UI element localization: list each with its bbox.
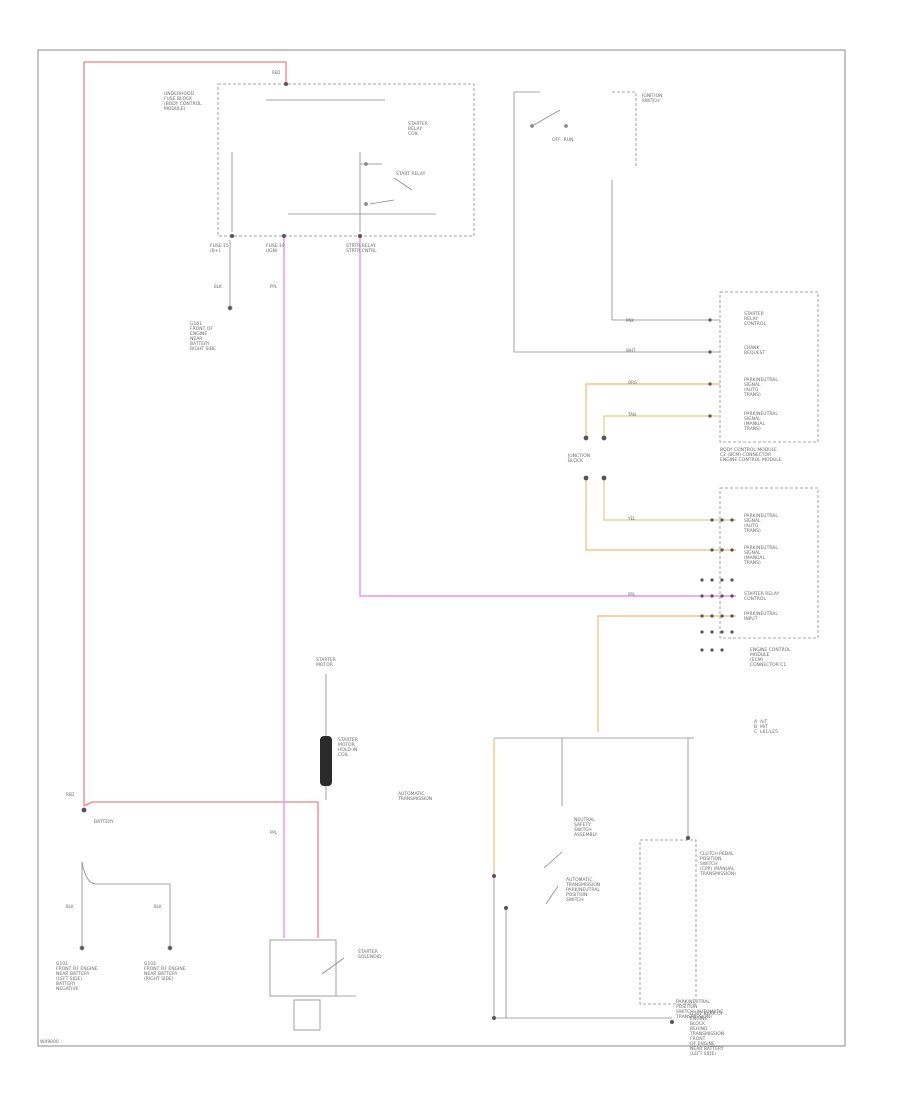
automatic-transmission-label: AUTOMATIC TRANSMISSION	[398, 792, 433, 802]
ecm-ref-2: CRANK REQUEST	[744, 346, 766, 356]
connector-pins	[81, 82, 734, 1024]
neutral-safety-switch-label: NEUTRAL SAFETY SWITCH ASSEMBLY	[574, 818, 598, 838]
wire-label-blk-2: BLK	[66, 904, 74, 909]
wire-red-battery	[83, 801, 319, 938]
wire-label-pink-1: PPL	[270, 284, 278, 289]
wire-label-blk-1: BLK	[214, 284, 222, 289]
ecm-ref-7: STARTER RELAY CONTROL	[744, 592, 780, 602]
wire-tan-1	[603, 415, 720, 436]
ecm-ref-6: PARK/NEUTRAL SIGNAL (MANUAL TRANS)	[744, 546, 778, 566]
starter-coil	[320, 674, 332, 800]
wire-orange-1	[585, 383, 720, 436]
ecm-name-label: ENGINE CONTROL MODULE (ECM) CONNECTOR C1	[750, 648, 791, 668]
ignition-switch-position-label: OFF RUN	[552, 138, 574, 143]
ecm-ref-3: PARK/NEUTRAL SIGNAL (AUTO TRANS)	[744, 378, 778, 398]
ground-g102-label: G102 FRONT OF ENGINE NEAR BATTERY (RIGHT…	[144, 962, 186, 982]
ground-g101-label: G101 FRONT OF ENGINE NEAR BATTERY (LEFT …	[56, 962, 98, 992]
wire-pink-ecm	[359, 236, 736, 597]
starter-solenoid-box	[269, 939, 356, 1031]
ecm-ref-8: PARK/NEUTRAL INPUT	[744, 612, 778, 622]
ignition-switch-label: IGNITION SWITCH	[642, 94, 663, 104]
body-control-module-name: BODY CONTROL MODULE C2 (BCM) CONNECTOR E…	[720, 448, 782, 463]
cranking-relay-label: STARTER RELAY COIL	[408, 122, 428, 137]
diagram-stamp: W09000	[40, 1040, 59, 1045]
park-neutral-switch-label: PARK/NEUTRAL POSITION SWITCH (AUTOMATIC …	[676, 1000, 724, 1020]
ignition-switch	[513, 91, 720, 353]
wire-orange-3	[597, 615, 736, 732]
ecm-ref-4: PARK/NEUTRAL SIGNAL (MANUAL TRANS)	[744, 412, 778, 432]
wire-orange-2	[585, 480, 736, 551]
wire-label-red-battery: RED	[66, 792, 75, 797]
wire-red-main	[83, 61, 287, 806]
wire-label-ecm-5: YEL	[628, 516, 636, 521]
starter-solenoid-label: STARTER SOLENOID	[358, 950, 382, 960]
wire-tan-2	[603, 480, 736, 521]
wire-label-ecm-3: ORG	[628, 380, 638, 385]
wire-label-ecm-4: TAN	[628, 412, 636, 417]
fuse-left-label: FUSE 15 (B+)	[210, 244, 229, 254]
fuse-right-label: STRTR RELAY STRTR CNTRL	[346, 244, 377, 254]
ground-wires	[79, 240, 233, 951]
wire-label-blk-3: BLK	[154, 904, 162, 909]
ecm-ref-5: PARK/NEUTRAL SIGNAL (AUTO TRANS)	[744, 514, 778, 534]
battery-label: BATTERY	[94, 820, 114, 825]
trans-range-switch-label: AUTOMATIC TRANSMISSION PARK/NEUTRAL POSI…	[566, 878, 601, 903]
wire-label-pink-2: PPL	[270, 830, 278, 835]
diagram-frame	[37, 49, 846, 1047]
clutch-switch-label: CLUTCH PEDAL POSITION SWITCH (CPP) (MANU…	[700, 852, 736, 877]
wire-label-ecm-2: WHT	[626, 348, 636, 353]
ground-g1-label: G101 FRONT OF ENGINE NEAR BATTERY RIGHT …	[190, 322, 216, 352]
wire-label-red-top: RED	[272, 70, 281, 75]
wire-label-ecm-1: PNK	[626, 318, 635, 323]
body-control-module-label: UNDERHOOD FUSE BLOCK (BODY CONTROL MODUL…	[164, 92, 202, 112]
legend-label: A A/T B M/T C L61/LE5	[754, 720, 778, 735]
ecm-ref-1: STARTER RELAY CONTROL	[744, 312, 766, 327]
junction-block-label: JUNCTION BLOCK	[568, 454, 591, 464]
starter-motor-label: STARTER MOTOR	[316, 658, 336, 668]
ground-bottom-label: G107 REAR OF ENGINE BLOCK BEHIND TRANSMI…	[690, 1012, 725, 1057]
wire-label-ecm-6: PPL	[628, 592, 636, 597]
fuse-block	[217, 83, 475, 237]
fuse-mid-label: FUSE 19 (IGN)	[266, 244, 285, 254]
starter-motor-coil-label: STARTER MOTOR HOLD-IN COIL	[338, 738, 358, 758]
bcm-connector	[719, 291, 819, 639]
start-relay-label: START RELAY	[396, 172, 426, 177]
